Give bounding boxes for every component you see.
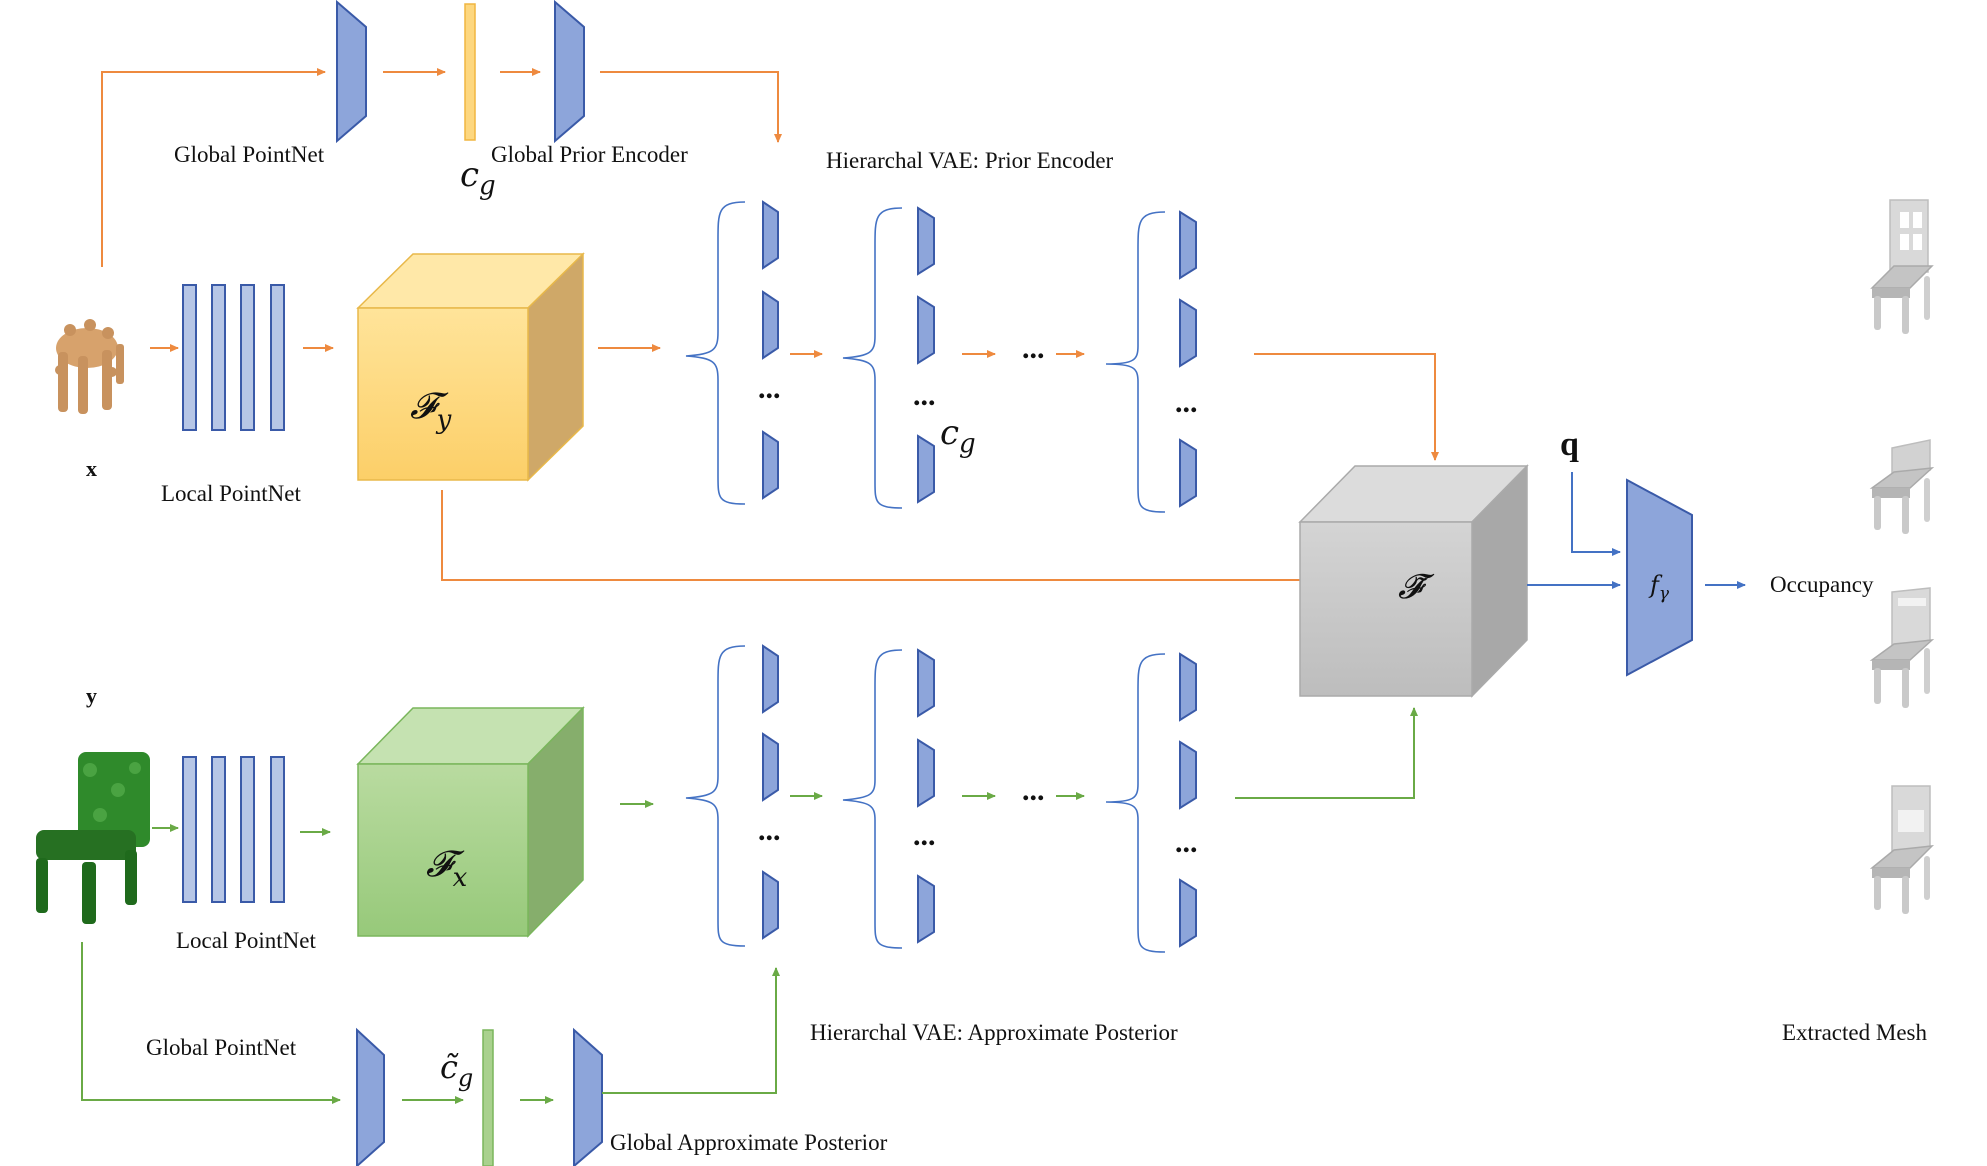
global-approx-posterior-trapezoid [573,1027,603,1166]
local-pointnet-top: Local PointNet [161,284,301,506]
feature-cube-f-x: 𝓕x [356,706,585,938]
ellipsis-1: ... [758,372,781,405]
hvae-prior-group-2: ... cg [842,206,976,509]
ellipsis-4: ... [758,814,781,847]
hvae-posterior-group-3: ... [1105,652,1198,953]
local-pointnet-top-label: Local PointNet [161,481,301,506]
ellipsis-6: ... [1175,826,1198,859]
hvae-prior-group-1: ... [685,200,781,505]
c-g-mid-label: cg [940,413,976,459]
c-g-tilde-latent-bar [482,1029,494,1166]
feature-cube-f-y: 𝓕y [356,252,585,482]
green-chair-pointcloud-icon [36,752,150,924]
local-pointnet-bottom: Local PointNet [176,756,316,953]
occupancy-label: Occupancy [1770,572,1874,597]
global-approx-posterior-label: Global Approximate Posterior [610,1130,888,1155]
global-prior-encoder-label: Global Prior Encoder [491,142,688,167]
global-prior-encoder-trapezoid [554,0,585,144]
decoder-f-gamma: fγ [1626,478,1693,677]
global-branch-bottom: Global PointNet c̃g Global Approximate P… [81,942,1178,1166]
hvae-posterior-group-2: ... [842,648,936,949]
gray-chair-mesh-icon [1869,439,1935,534]
hvae-prior-label: Hierarchal VAE: Prior Encoder [826,148,1114,173]
gray-chair-mesh-icon [1869,785,1935,914]
y-label: y [86,683,97,708]
extracted-mesh-column: Extracted Mesh [1782,199,1935,1045]
input-pointcloud-x: x [55,319,124,481]
ellipsis-5: ... [913,819,936,852]
ellipsis-between-prior: ... [1022,332,1045,365]
global-pointnet-bottom-trapezoid [356,1027,385,1166]
global-pointnet-bottom-label: Global PointNet [146,1035,297,1060]
global-pointnet-top-label: Global PointNet [174,142,325,167]
hvae-posterior-label: Hierarchal VAE: Approximate Posterior [810,1020,1178,1045]
hvae-posterior-group-1: ... [685,644,781,947]
ellipsis-between-posterior: ... [1022,774,1045,807]
gray-chair-mesh-icon [1869,587,1935,708]
c-g-tilde-label: c̃g [440,1048,473,1092]
brown-chair-pointcloud-icon [55,319,124,414]
gray-chair-mesh-icon [1870,199,1934,334]
extracted-mesh-label: Extracted Mesh [1782,1020,1927,1045]
c-g-latent-bar [464,3,476,141]
global-branch-top: Global PointNet cg Global Prior Encoder … [101,0,1114,267]
local-pointnet-bottom-label: Local PointNet [176,928,316,953]
c-g-top-label: cg [460,155,496,201]
ellipsis-2: ... [913,379,936,412]
q-label: q [1560,426,1579,463]
global-pointnet-top-trapezoid [336,0,367,144]
hvae-prior-group-3: ... [1105,210,1198,513]
ellipsis-3: ... [1175,386,1198,419]
x-label: x [86,456,97,481]
feature-cube-f-tilde: 𝓕̃ [1298,464,1529,698]
